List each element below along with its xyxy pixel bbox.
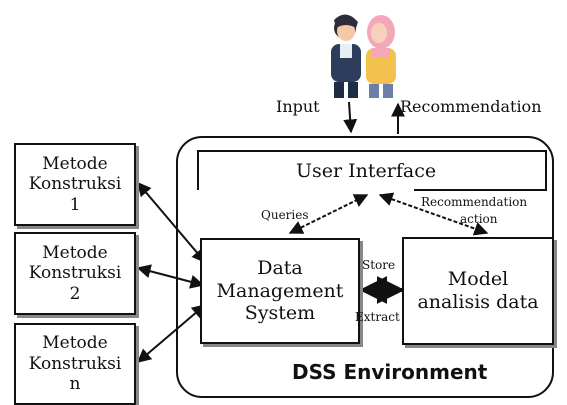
metode-1-line2: Konstruksi: [28, 174, 122, 195]
arrow-metode-1: [137, 181, 206, 264]
metode-box-1: Metode Konstruksi 1: [14, 143, 136, 226]
extract-label: Extract: [355, 310, 400, 324]
queries-arrow: [288, 194, 369, 234]
input-arrow: [343, 101, 358, 134]
recommendation-label: Recommendation: [400, 97, 542, 116]
recommendation-action-label-2: action: [460, 212, 498, 226]
arrow-metode-n: [136, 304, 207, 363]
metode-2-line2: Konstruksi: [28, 263, 122, 284]
metode-n-line3: n: [69, 374, 81, 395]
user-interface-bar: [197, 150, 547, 190]
dms-line3: System: [244, 302, 316, 325]
metode-1-line3: 1: [69, 194, 81, 215]
metode-n-line1: Metode: [42, 333, 108, 354]
user-interface-label: User Interface: [296, 160, 437, 182]
metode-2-line3: 2: [69, 283, 81, 304]
data-management-system-box: Data Management System: [200, 238, 360, 344]
dms-line2: Management: [216, 279, 344, 302]
input-label: Input: [276, 97, 320, 116]
arrow-metode-2: [136, 264, 205, 289]
recommendation-action-arrow: [378, 192, 489, 236]
metode-box-n: Metode Konstruksi n: [14, 323, 136, 405]
dss-environment-title: DSS Environment: [292, 360, 488, 384]
metode-1-line1: Metode: [42, 153, 108, 174]
store-label: Store: [362, 258, 396, 272]
dms-line1: Data: [257, 256, 303, 279]
model-line1: Model: [447, 268, 509, 291]
queries-label: Queries: [261, 208, 309, 222]
metode-box-2: Metode Konstruksi 2: [14, 232, 136, 315]
user-interface-divider: [414, 189, 547, 191]
metode-n-line2: Konstruksi: [28, 353, 122, 374]
model-analisis-box: Model analisis data: [402, 237, 554, 345]
model-line2: analisis data: [417, 291, 539, 313]
users-illustration-icon: [331, 14, 396, 98]
recommendation-action-label-1: Recommendation: [421, 195, 528, 209]
metode-2-line1: Metode: [42, 242, 108, 263]
